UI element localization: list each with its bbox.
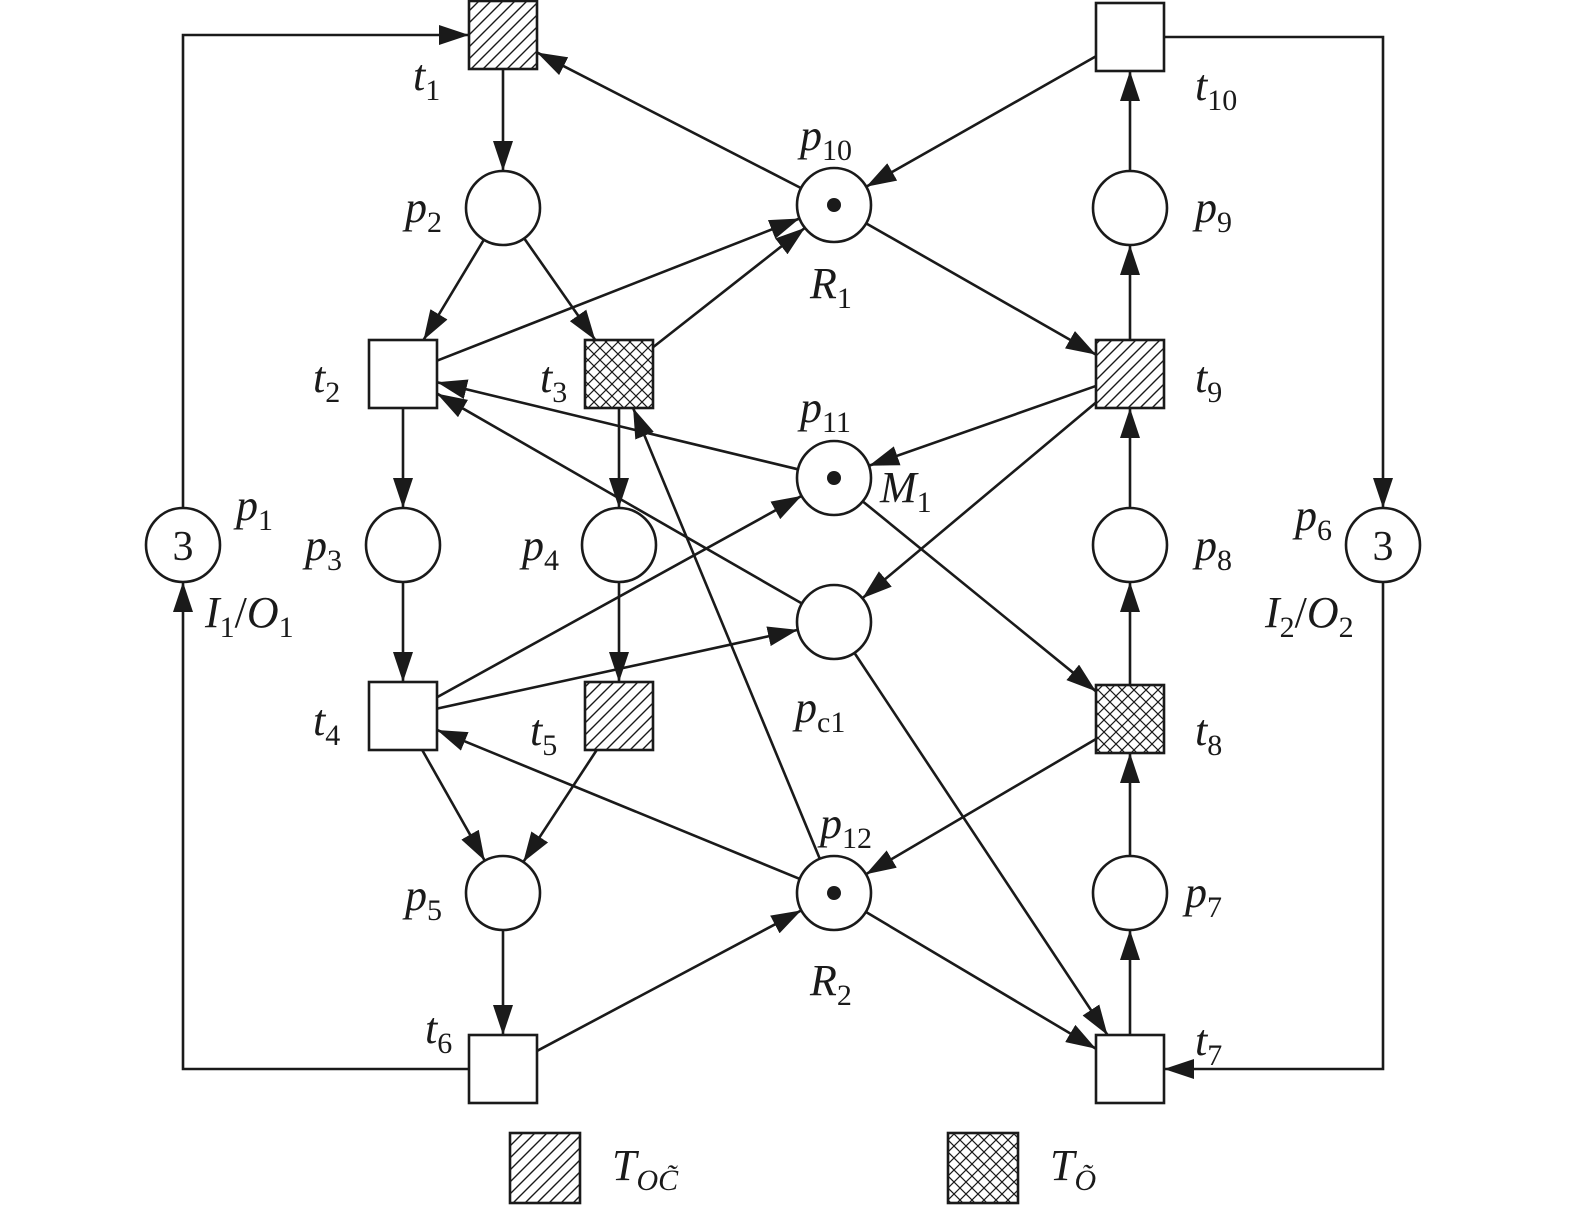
label-p8: p8 xyxy=(1192,521,1232,577)
arc-t4-p11 xyxy=(436,494,803,699)
place-pc1 xyxy=(795,583,873,661)
label-t1: t1 xyxy=(413,51,440,107)
transition-t6 xyxy=(467,1033,539,1105)
arc-p10-t9 xyxy=(865,222,1097,356)
arc-p2-t3 xyxy=(523,237,597,341)
legend-swatch-hatch xyxy=(508,1131,582,1205)
label-pc1: pc1 xyxy=(792,683,845,739)
token-count-p1: 3 xyxy=(173,524,194,570)
label-p12: p12 xyxy=(817,799,872,855)
legend: TOC̃ TÕ xyxy=(508,1131,1096,1205)
place-p5 xyxy=(464,854,542,932)
token-p12 xyxy=(827,886,841,900)
label-t9: t9 xyxy=(1195,353,1222,409)
label-p4: p4 xyxy=(519,521,559,577)
arc-t10-p6 xyxy=(1164,35,1393,508)
place-p6 xyxy=(1344,506,1422,584)
place-p8 xyxy=(1091,506,1169,584)
arc-pc1-t7 xyxy=(853,652,1109,1036)
arc-t4-p5 xyxy=(421,749,486,862)
place-p9 xyxy=(1091,169,1169,247)
transition-t2 xyxy=(367,338,439,410)
label-p9: p9 xyxy=(1192,183,1232,239)
transition-t9 xyxy=(1094,338,1166,410)
arc-t3-p10 xyxy=(652,226,806,349)
place-p4 xyxy=(580,506,658,584)
resource-label-p12: R2 xyxy=(809,956,852,1012)
label-p7: p7 xyxy=(1182,868,1222,924)
label-t2: t2 xyxy=(313,353,340,409)
legend-label-cross: TÕ xyxy=(1050,1141,1096,1197)
label-p3: p3 xyxy=(302,521,342,577)
arc-t10-p10 xyxy=(865,55,1097,188)
arc-p11-t2 xyxy=(436,379,799,471)
io-label-p1: I1/O1 xyxy=(204,588,294,644)
token-p11 xyxy=(827,471,841,485)
arc-t4-pc1 xyxy=(436,626,799,710)
arcs-layer xyxy=(173,25,1393,1079)
token-count-p6: 3 xyxy=(1373,524,1394,570)
transition-t3 xyxy=(583,338,655,410)
transition-t7 xyxy=(1094,1033,1166,1105)
place-p2 xyxy=(464,169,542,247)
label-p1: p1 xyxy=(233,481,273,537)
arc-p6-t7 xyxy=(1164,582,1385,1079)
label-t6: t6 xyxy=(425,1004,452,1060)
transition-t8 xyxy=(1094,683,1166,755)
legend-swatch-cross xyxy=(946,1131,1020,1205)
arc-p1-t1 xyxy=(181,25,469,508)
place-p1 xyxy=(144,506,222,584)
arc-t9-p11 xyxy=(868,384,1097,467)
label-t7: t7 xyxy=(1195,1016,1222,1072)
label-p11: p11 xyxy=(797,383,851,439)
arc-t6-p12 xyxy=(536,909,802,1053)
io-label-p6: I2/O2 xyxy=(1264,588,1354,644)
place-p3 xyxy=(364,506,442,584)
arc-t8-p12 xyxy=(865,737,1097,876)
label-t10: t10 xyxy=(1195,61,1237,117)
transition-t1 xyxy=(467,0,539,71)
transition-t4 xyxy=(367,680,439,752)
resource-label-p10: R1 xyxy=(809,259,852,315)
label-t4: t4 xyxy=(313,696,340,752)
place-p7 xyxy=(1091,854,1169,932)
transition-t5 xyxy=(583,680,655,752)
legend-label-hatch: TOC̃ xyxy=(612,1141,679,1197)
resource-label-p11: M1 xyxy=(879,463,932,519)
label-p5: p5 xyxy=(402,871,442,927)
arc-p11-t8 xyxy=(861,500,1097,693)
label-p2: p2 xyxy=(402,183,442,239)
arc-p10-t1 xyxy=(536,51,802,190)
label-p6: p6 xyxy=(1292,491,1332,547)
arc-t2-p10 xyxy=(436,217,801,362)
arc-p2-t2 xyxy=(422,239,486,341)
arc-p12-t3 xyxy=(631,407,822,860)
label-t8: t8 xyxy=(1195,706,1222,762)
label-t5: t5 xyxy=(530,706,557,762)
arc-t6-p1 xyxy=(173,582,469,1071)
arc-t9-pc1 xyxy=(861,401,1097,600)
token-p10 xyxy=(827,198,841,212)
label-t3: t3 xyxy=(540,353,567,409)
arc-t5-p5 xyxy=(522,749,598,863)
arc-p12-t7 xyxy=(865,910,1097,1050)
transition-t10 xyxy=(1094,1,1166,73)
label-p10: p10 xyxy=(797,111,852,167)
arc-p12-t4 xyxy=(436,728,801,881)
